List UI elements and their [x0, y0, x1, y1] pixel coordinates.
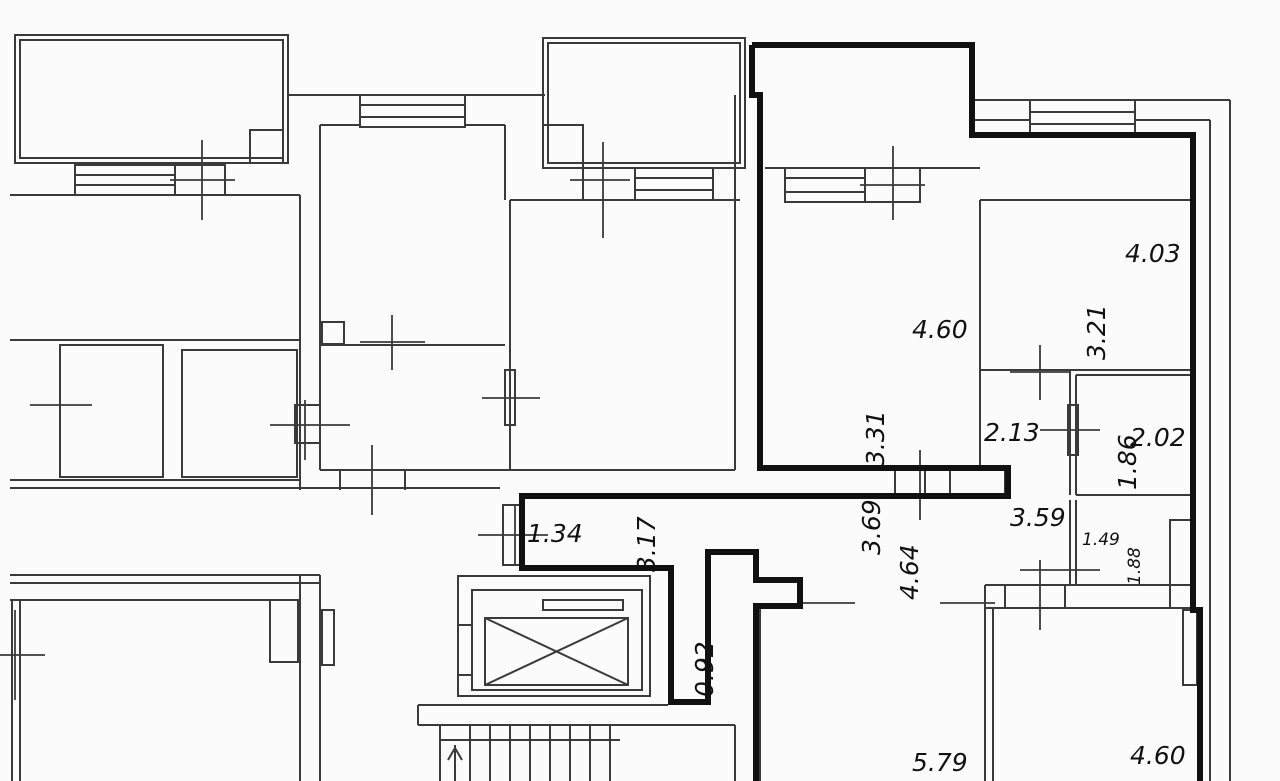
apartment-outline-lower [519, 45, 1011, 781]
elevator-cross [484, 617, 629, 686]
wall-balcony-middle-inner [547, 42, 741, 164]
dim-3-31: 3.31 [861, 410, 890, 466]
staircase [440, 725, 620, 781]
walls [10, 34, 1231, 781]
dimension-labels: 4.03 4.60 3.21 2.13 2.02 3.31 1.86 1.34 … [527, 239, 1186, 777]
dim-5-79: 5.79 [912, 748, 968, 777]
wall-column [249, 129, 284, 164]
wall-column [1169, 519, 1193, 609]
wall-elevator-shaft [457, 575, 651, 697]
elevator-car [484, 617, 629, 686]
wall-balcony-left-inner [19, 39, 284, 159]
wall-door-frame [1004, 584, 1066, 609]
dim-3-69: 3.69 [857, 499, 886, 555]
wall-balcony-left [14, 34, 289, 164]
wall-room-bath [59, 344, 164, 478]
wall-door-frame [269, 599, 299, 663]
dim-4-60-lower: 4.60 [1130, 741, 1186, 770]
wall-column [542, 124, 584, 169]
dim-3-59: 3.59 [1010, 503, 1066, 532]
dim-4-64: 4.64 [895, 544, 924, 600]
dim-3-17: 3.17 [632, 516, 661, 572]
wall-door-frame [321, 609, 335, 666]
dim-1-88: 1.88 [1125, 547, 1145, 585]
window-middle [582, 167, 714, 201]
wall-column [321, 321, 345, 345]
dim-4-60-upper: 4.60 [912, 315, 968, 344]
dim-1-49: 1.49 [1082, 530, 1120, 550]
wall-balcony-middle [542, 37, 746, 169]
dim-0-92: 0.92 [690, 641, 719, 697]
stair-arrow-icon [447, 746, 463, 761]
wall-column [294, 404, 321, 444]
dim-1-86: 1.86 [1113, 434, 1142, 490]
wall-frame [457, 624, 473, 676]
windows [74, 94, 1136, 499]
window-top-center [359, 94, 466, 128]
dim-3-21: 3.21 [1082, 304, 1111, 360]
dim-2-13: 2.13 [984, 418, 1040, 447]
window-right-2 [1029, 99, 1136, 136]
center-marks [0, 140, 1100, 700]
dim-1-34: 1.34 [527, 519, 583, 548]
wall-room-wc [181, 349, 298, 478]
apartment-outline-upper [752, 42, 1203, 781]
dim-2-02: 2.02 [1130, 423, 1186, 452]
apartment-outline [519, 42, 1203, 781]
elevator-door [542, 599, 624, 611]
wall-door-frame [1182, 609, 1198, 686]
wall-elevator-shaft-inner [471, 589, 643, 691]
dim-4-03: 4.03 [1125, 239, 1181, 268]
